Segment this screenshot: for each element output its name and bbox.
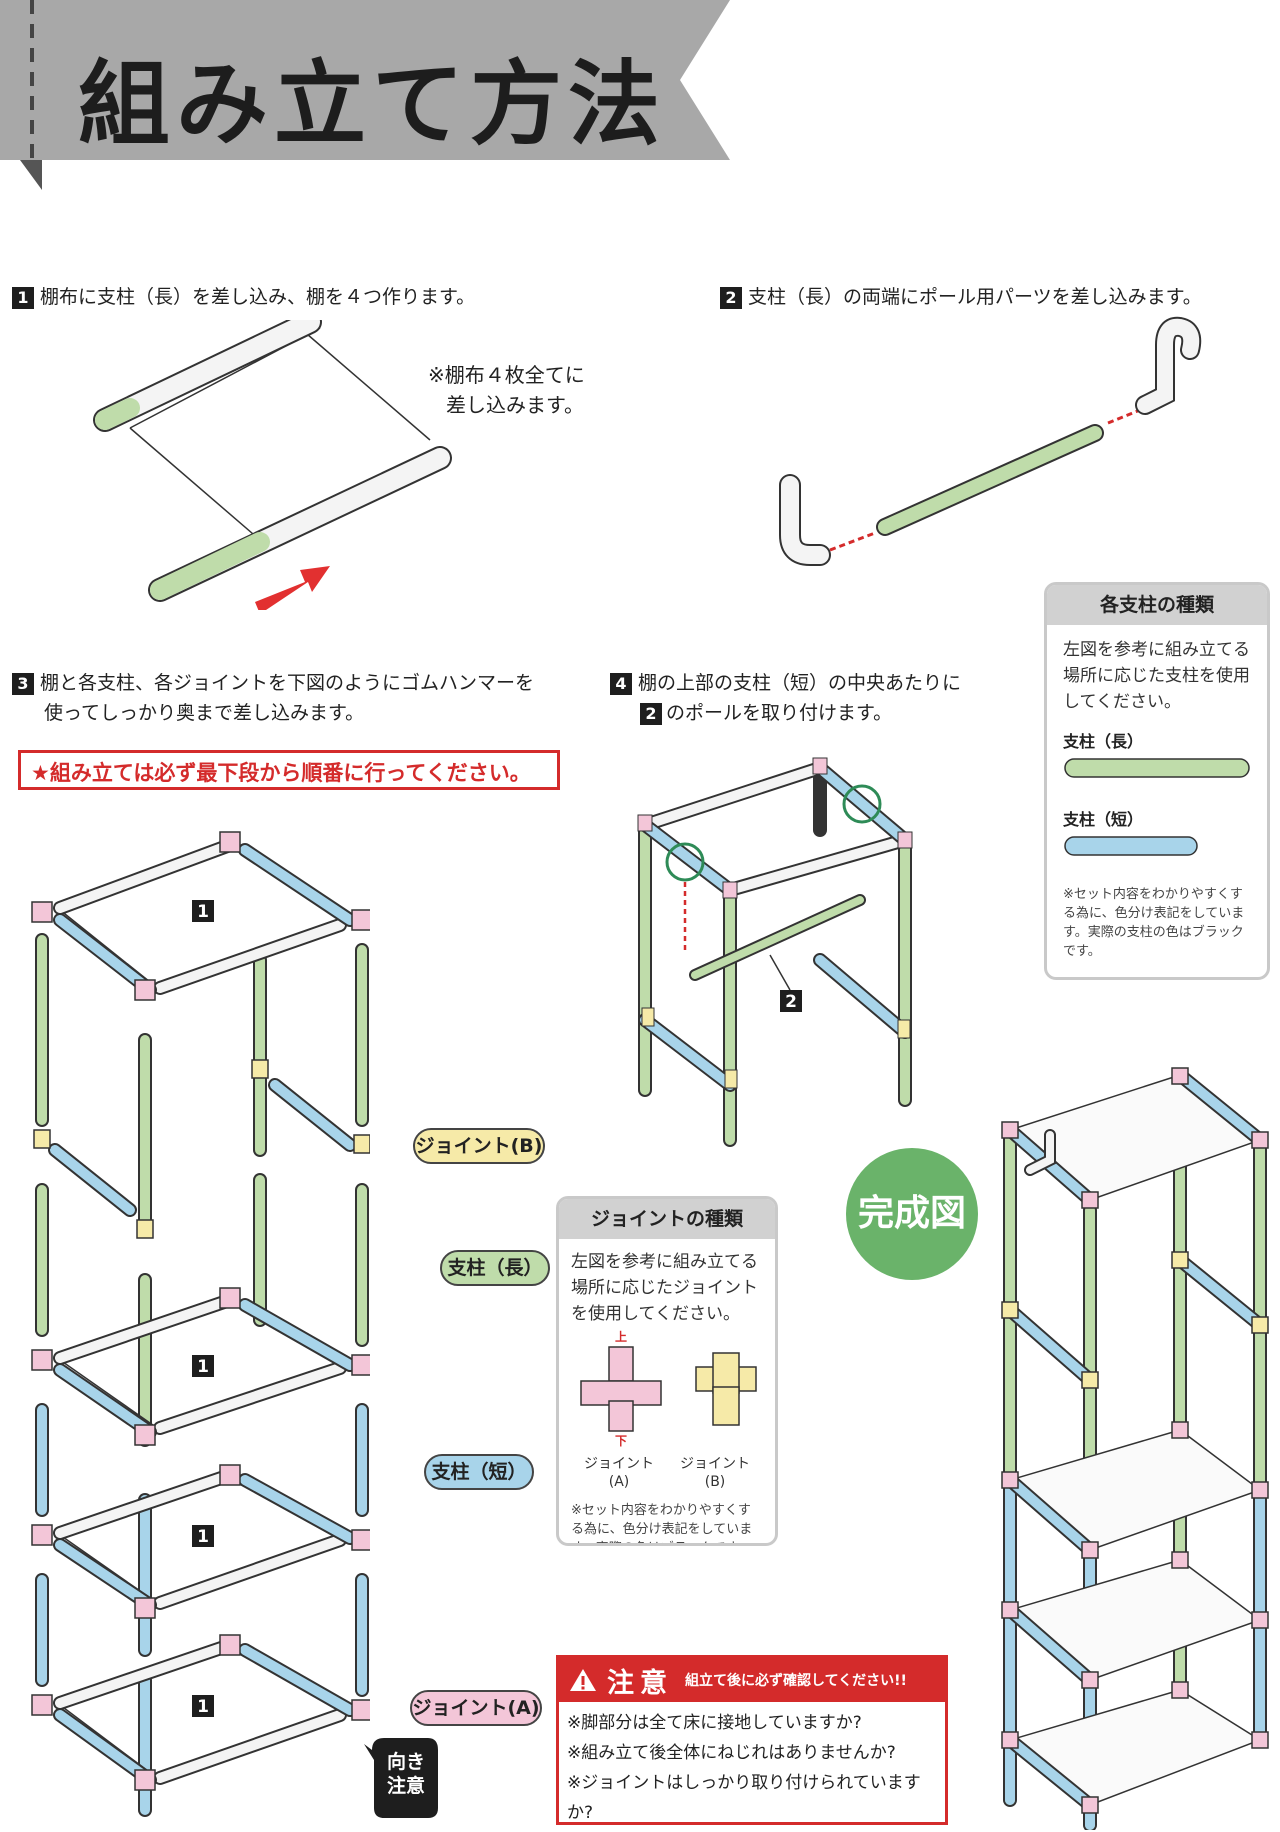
caution-title: 注意 (607, 1667, 673, 1699)
joint-types-note: ※セット内容をわかりやすくする為に、色分け表記をしています。実際の色はブラックで… (571, 1503, 753, 1543)
joint-types-illustration: 上 下 (580, 1329, 757, 1448)
order-warning: ★組み立ては必ず最下段から順番に行ってください。 (18, 750, 560, 790)
step-2-illustration (779, 316, 1202, 566)
step-2-number: 2 (720, 286, 742, 309)
caution-item: ※脚部分は全て床に接地していますか? (567, 1713, 862, 1733)
shelf-label-4: 1 (197, 1697, 209, 1717)
step-1-number: 1 (12, 286, 34, 309)
step-4-text-line2: のポールを取り付けます。 (666, 702, 893, 724)
pole-short-swatch (1064, 836, 1198, 856)
joint-types-panel: ジョイントの種類 左図を参考に組み立てる場所に応じたジョイントを使用してください… (556, 1196, 778, 1546)
joint-a-label: ジョイント(A) (584, 1456, 654, 1490)
step-1-text: 棚布に支柱（長）を差し込み、棚を４つ作ります。 (40, 286, 476, 308)
pole-types-title: 各支柱の種類 (1047, 585, 1267, 625)
joint-a-down-label: 下 (615, 1434, 627, 1447)
joint-types-desc: 左図を参考に組み立てる場所に応じたジョイントを使用してください。 (571, 1252, 758, 1324)
step-3-number: 3 (12, 672, 34, 695)
callout-joint-a: ジョイント(A) (410, 1690, 542, 1726)
completed-shelf-illustration (1001, 1067, 1269, 1830)
step-1-note-line2: 差し込みます。 (446, 393, 584, 417)
step-4-ref-number: 2 (640, 702, 662, 725)
joint-types-title: ジョイントの種類 (559, 1199, 775, 1239)
callout-pole-long: 支柱（長） (440, 1250, 550, 1286)
shelf-label-1: 1 (197, 902, 209, 922)
step-4-callout-number: 2 (785, 992, 797, 1012)
callout-joint-b: ジョイント(B) (413, 1128, 545, 1164)
step-3-text-line2: 使ってしっかり奥まで差し込みます。 (44, 702, 365, 724)
step-1-note-line1: ※棚布４枚全てに (428, 363, 585, 387)
shelf-label-3: 1 (197, 1527, 209, 1547)
warning-icon (570, 1669, 596, 1691)
step-1-note: ※棚布４枚全てに 差し込みます。 (428, 360, 585, 420)
step-4-text-line1: 棚の上部の支柱（短）の中央あたりに (638, 672, 962, 694)
step-2-text: 支柱（長）の両端にポール用パーツを差し込みます。 (748, 286, 1202, 308)
pole-types-note: ※セット内容をわかりやすくする為に、色分け表記をしています。実際の支柱の色はブラ… (1063, 887, 1245, 959)
caution-item: ※組み立て後全体にねじれはありませんか? (567, 1743, 896, 1763)
caution-item: ※ジョイントはしっかり取り付けられていますか? (567, 1773, 921, 1823)
step-4-illustration: 2 (637, 757, 913, 1147)
caution-header: 注意 組立て後に必ず確認してください!! (559, 1658, 945, 1702)
step-2-heading: 2 支柱（長）の両端にポール用パーツを差し込みます。 (720, 282, 1202, 312)
exploded-assembly-diagram: 1 1 1 1 (31, 831, 370, 1817)
direction-note-bubble (364, 1738, 438, 1818)
step-4-number: 4 (610, 672, 632, 695)
step-3-heading: 3 棚と各支柱、各ジョイントを下図のようにゴムハンマーを 使ってしっかり奥まで差し… (12, 668, 534, 728)
shelf-label-2: 1 (197, 1357, 209, 1377)
caution-box: 注意 組立て後に必ず確認してください!! ※脚部分は全て床に接地していますか? … (556, 1655, 948, 1825)
direction-note-text: 向き注意 (386, 1751, 425, 1797)
joint-b-label: ジョイント(B) (680, 1456, 750, 1490)
step-4-callout-box (780, 990, 802, 1012)
header-banner (0, 0, 730, 190)
step-3-text-line1: 棚と各支柱、各ジョイントを下図のようにゴムハンマーを (40, 672, 535, 694)
page-title: 組み立て方法 (78, 51, 667, 158)
callout-pole-short: 支柱（短） (424, 1454, 534, 1490)
joint-a-up-label: 上 (615, 1329, 627, 1344)
complete-badge: 完成図 (846, 1148, 978, 1280)
pole-types-desc: 左図を参考に組み立てる場所に応じた支柱を使用してください。 (1063, 640, 1250, 712)
pole-long-label: 支柱（長） (1063, 732, 1144, 751)
pole-long-swatch (1064, 758, 1250, 778)
pole-short-label: 支柱（短） (1063, 810, 1144, 829)
pole-types-panel: 各支柱の種類 左図を参考に組み立てる場所に応じた支柱を使用してください。 支柱（… (1044, 582, 1270, 980)
step-1-heading: 1 棚布に支柱（長）を差し込み、棚を４つ作ります。 (12, 282, 475, 312)
step-1-illustration (93, 320, 452, 610)
caution-subtitle: 組立て後に必ず確認してください!! (685, 1673, 907, 1689)
